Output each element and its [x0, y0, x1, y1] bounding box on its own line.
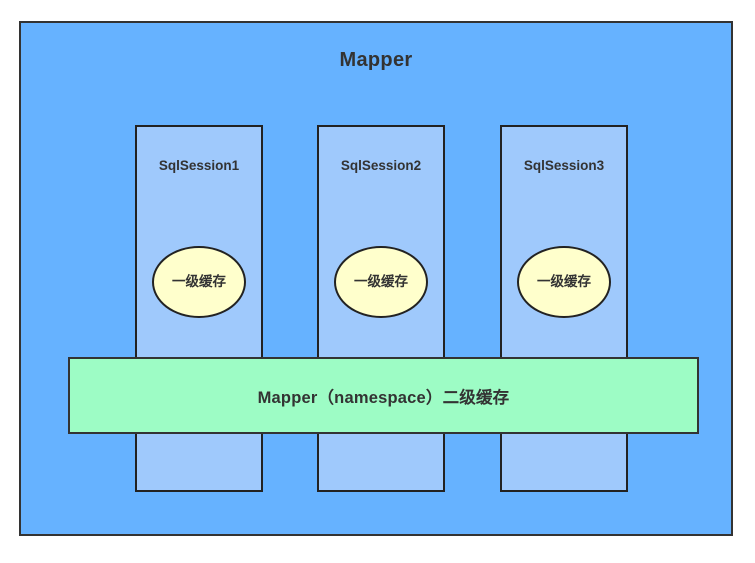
sqlsession-1-label: SqlSession1 — [158, 158, 240, 173]
first-level-cache-3-ellipse: 一级缓存 — [517, 246, 611, 318]
first-level-cache-2-ellipse: 一级缓存 — [334, 246, 428, 318]
sqlsession-3-box: SqlSession3 一级缓存 — [500, 125, 628, 492]
first-level-cache-1-label: 一级缓存 — [172, 274, 226, 290]
sqlsession-3-label: SqlSession3 — [523, 158, 605, 173]
mapper-container: Mapper SqlSession1 一级缓存 SqlSession2 一级缓存… — [19, 21, 733, 536]
first-level-cache-1-ellipse: 一级缓存 — [152, 246, 246, 318]
mapper-title: Mapper — [339, 49, 413, 71]
second-level-cache-label: Mapper（namespace）二级缓存 — [257, 388, 510, 407]
first-level-cache-2-label: 一级缓存 — [354, 274, 408, 290]
sqlsession-2-box: SqlSession2 一级缓存 — [317, 125, 445, 492]
sqlsession-2-label: SqlSession2 — [340, 158, 422, 173]
sqlsession-1-box: SqlSession1 一级缓存 — [135, 125, 263, 492]
first-level-cache-3-label: 一级缓存 — [537, 274, 591, 290]
second-level-cache-band: Mapper（namespace）二级缓存 — [68, 357, 699, 434]
